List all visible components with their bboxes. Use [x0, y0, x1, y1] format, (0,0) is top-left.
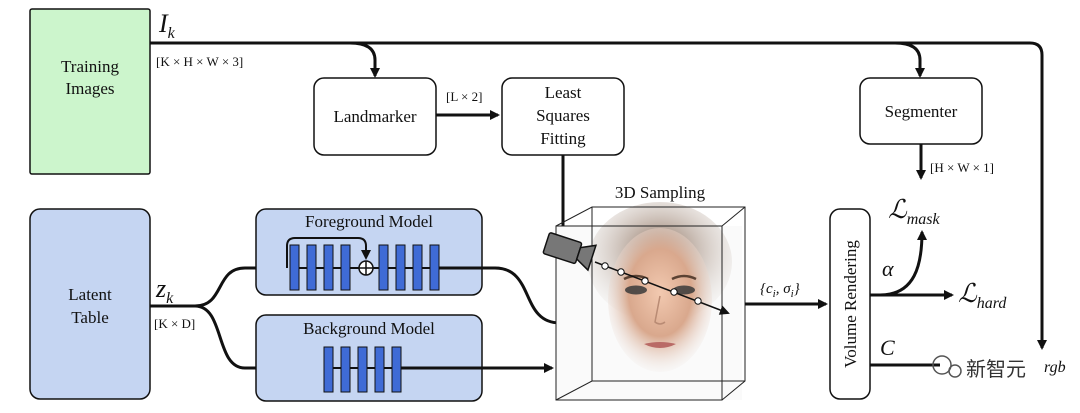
image-dims-label: [K × H × W × 3]: [156, 54, 243, 69]
watermark-text: 新智元: [966, 357, 1026, 381]
volume-rendering-label: Volume Rendering: [841, 240, 860, 368]
latent-table-label-line2: Table: [71, 308, 109, 327]
background-layers: [323, 346, 402, 393]
mask-dims-label: [H × W × 1]: [930, 160, 994, 175]
image-flow-lines: [150, 41, 1047, 350]
least-squares-label-line2: Squares: [536, 106, 590, 125]
training-images-label-line2: Images: [65, 79, 114, 98]
landmark-dims-label: [L × 2]: [446, 89, 482, 104]
color-label: C: [880, 335, 895, 360]
sampling-volume: [542, 202, 746, 401]
latent-dims-label: [K × D]: [154, 316, 195, 331]
latent-symbol: zk: [155, 274, 174, 307]
least-squares-box: Least Squares Fitting: [501, 77, 625, 156]
landmarker-box: Landmarker: [313, 77, 437, 156]
skip-connection: [286, 237, 371, 268]
sampling-label: 3D Sampling: [615, 183, 706, 202]
segmenter-label: Segmenter: [885, 102, 958, 121]
render-output-lines: [870, 230, 954, 367]
foreground-model-label: Foreground Model: [305, 212, 433, 231]
loss-hard-label: ℒhard: [958, 279, 1007, 312]
camera-icon: [542, 232, 598, 272]
training-images-box: Training Images: [29, 8, 151, 175]
least-squares-label-line1: Least: [545, 83, 582, 102]
foreground-model-box: Foreground Model: [255, 208, 483, 296]
volume-rendering-box: Volume Rendering: [829, 208, 871, 400]
watermark: 新智元: [932, 355, 1026, 381]
foreground-layers: [289, 244, 440, 291]
loss-rgb-label: rgb: [1044, 359, 1066, 376]
loss-mask-label: ℒmask: [888, 195, 941, 228]
alpha-label: α: [882, 256, 894, 281]
background-model-label: Background Model: [303, 319, 435, 338]
sample-values-label: {ci, σi}: [760, 281, 800, 300]
segmenter-box: Segmenter: [859, 77, 983, 145]
latent-table-box: Latent Table: [29, 208, 151, 400]
sampling-ray: [594, 261, 730, 315]
training-images-label-line1: Training: [61, 57, 119, 76]
least-squares-label-line3: Fitting: [540, 129, 586, 148]
background-model-box: Background Model: [255, 314, 483, 402]
landmarker-label: Landmarker: [333, 107, 416, 126]
latent-table-label-line1: Latent: [68, 285, 112, 304]
foreground-output-arrow: [439, 266, 598, 328]
add-operator-icon: [358, 260, 374, 276]
image-symbol: Ik: [158, 9, 176, 42]
face-image: [588, 202, 732, 372]
ray-sample-points: [601, 262, 702, 305]
latent-flow-lines: [150, 263, 322, 373]
